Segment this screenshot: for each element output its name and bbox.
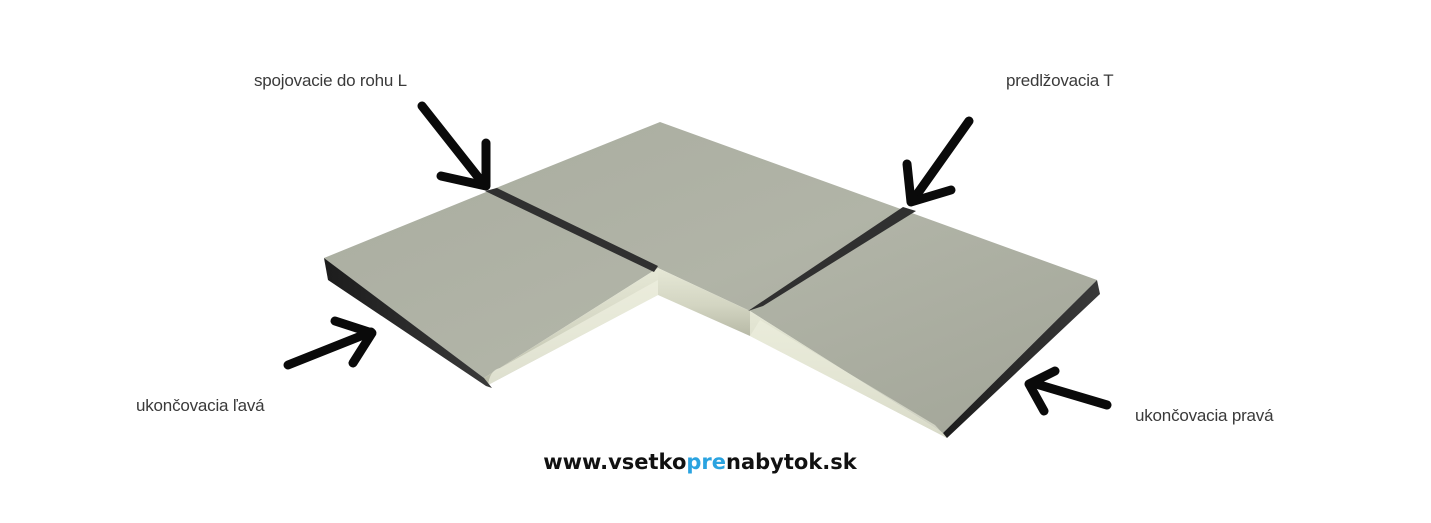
website-url: www.vsetkoprenabytok.sk bbox=[0, 450, 1400, 474]
arrow-icon bbox=[1024, 366, 1112, 416]
worktop-front-edge-corner bbox=[658, 268, 750, 336]
label-end-left: ukončovacia ľavá bbox=[136, 396, 265, 415]
arrow-icon bbox=[283, 316, 377, 370]
website-url-part1: www.vsetko bbox=[543, 450, 687, 474]
website-url-part3: nabytok.sk bbox=[726, 450, 857, 474]
label-extension-tee: predlžovacia T bbox=[1006, 71, 1114, 90]
label-corner-connector: spojovacie do rohu L bbox=[254, 71, 407, 90]
label-end-right: ukončovacia pravá bbox=[1135, 406, 1274, 425]
connector-strip-corner bbox=[485, 188, 658, 272]
arrow-icon bbox=[417, 101, 491, 191]
connector-strip-tee bbox=[748, 207, 916, 311]
website-url-accent: pre bbox=[686, 450, 727, 474]
end-cap-left bbox=[324, 258, 492, 388]
arrow-icon bbox=[902, 116, 974, 207]
worktop-top-surface bbox=[324, 122, 1097, 433]
end-cap-right bbox=[943, 280, 1100, 438]
